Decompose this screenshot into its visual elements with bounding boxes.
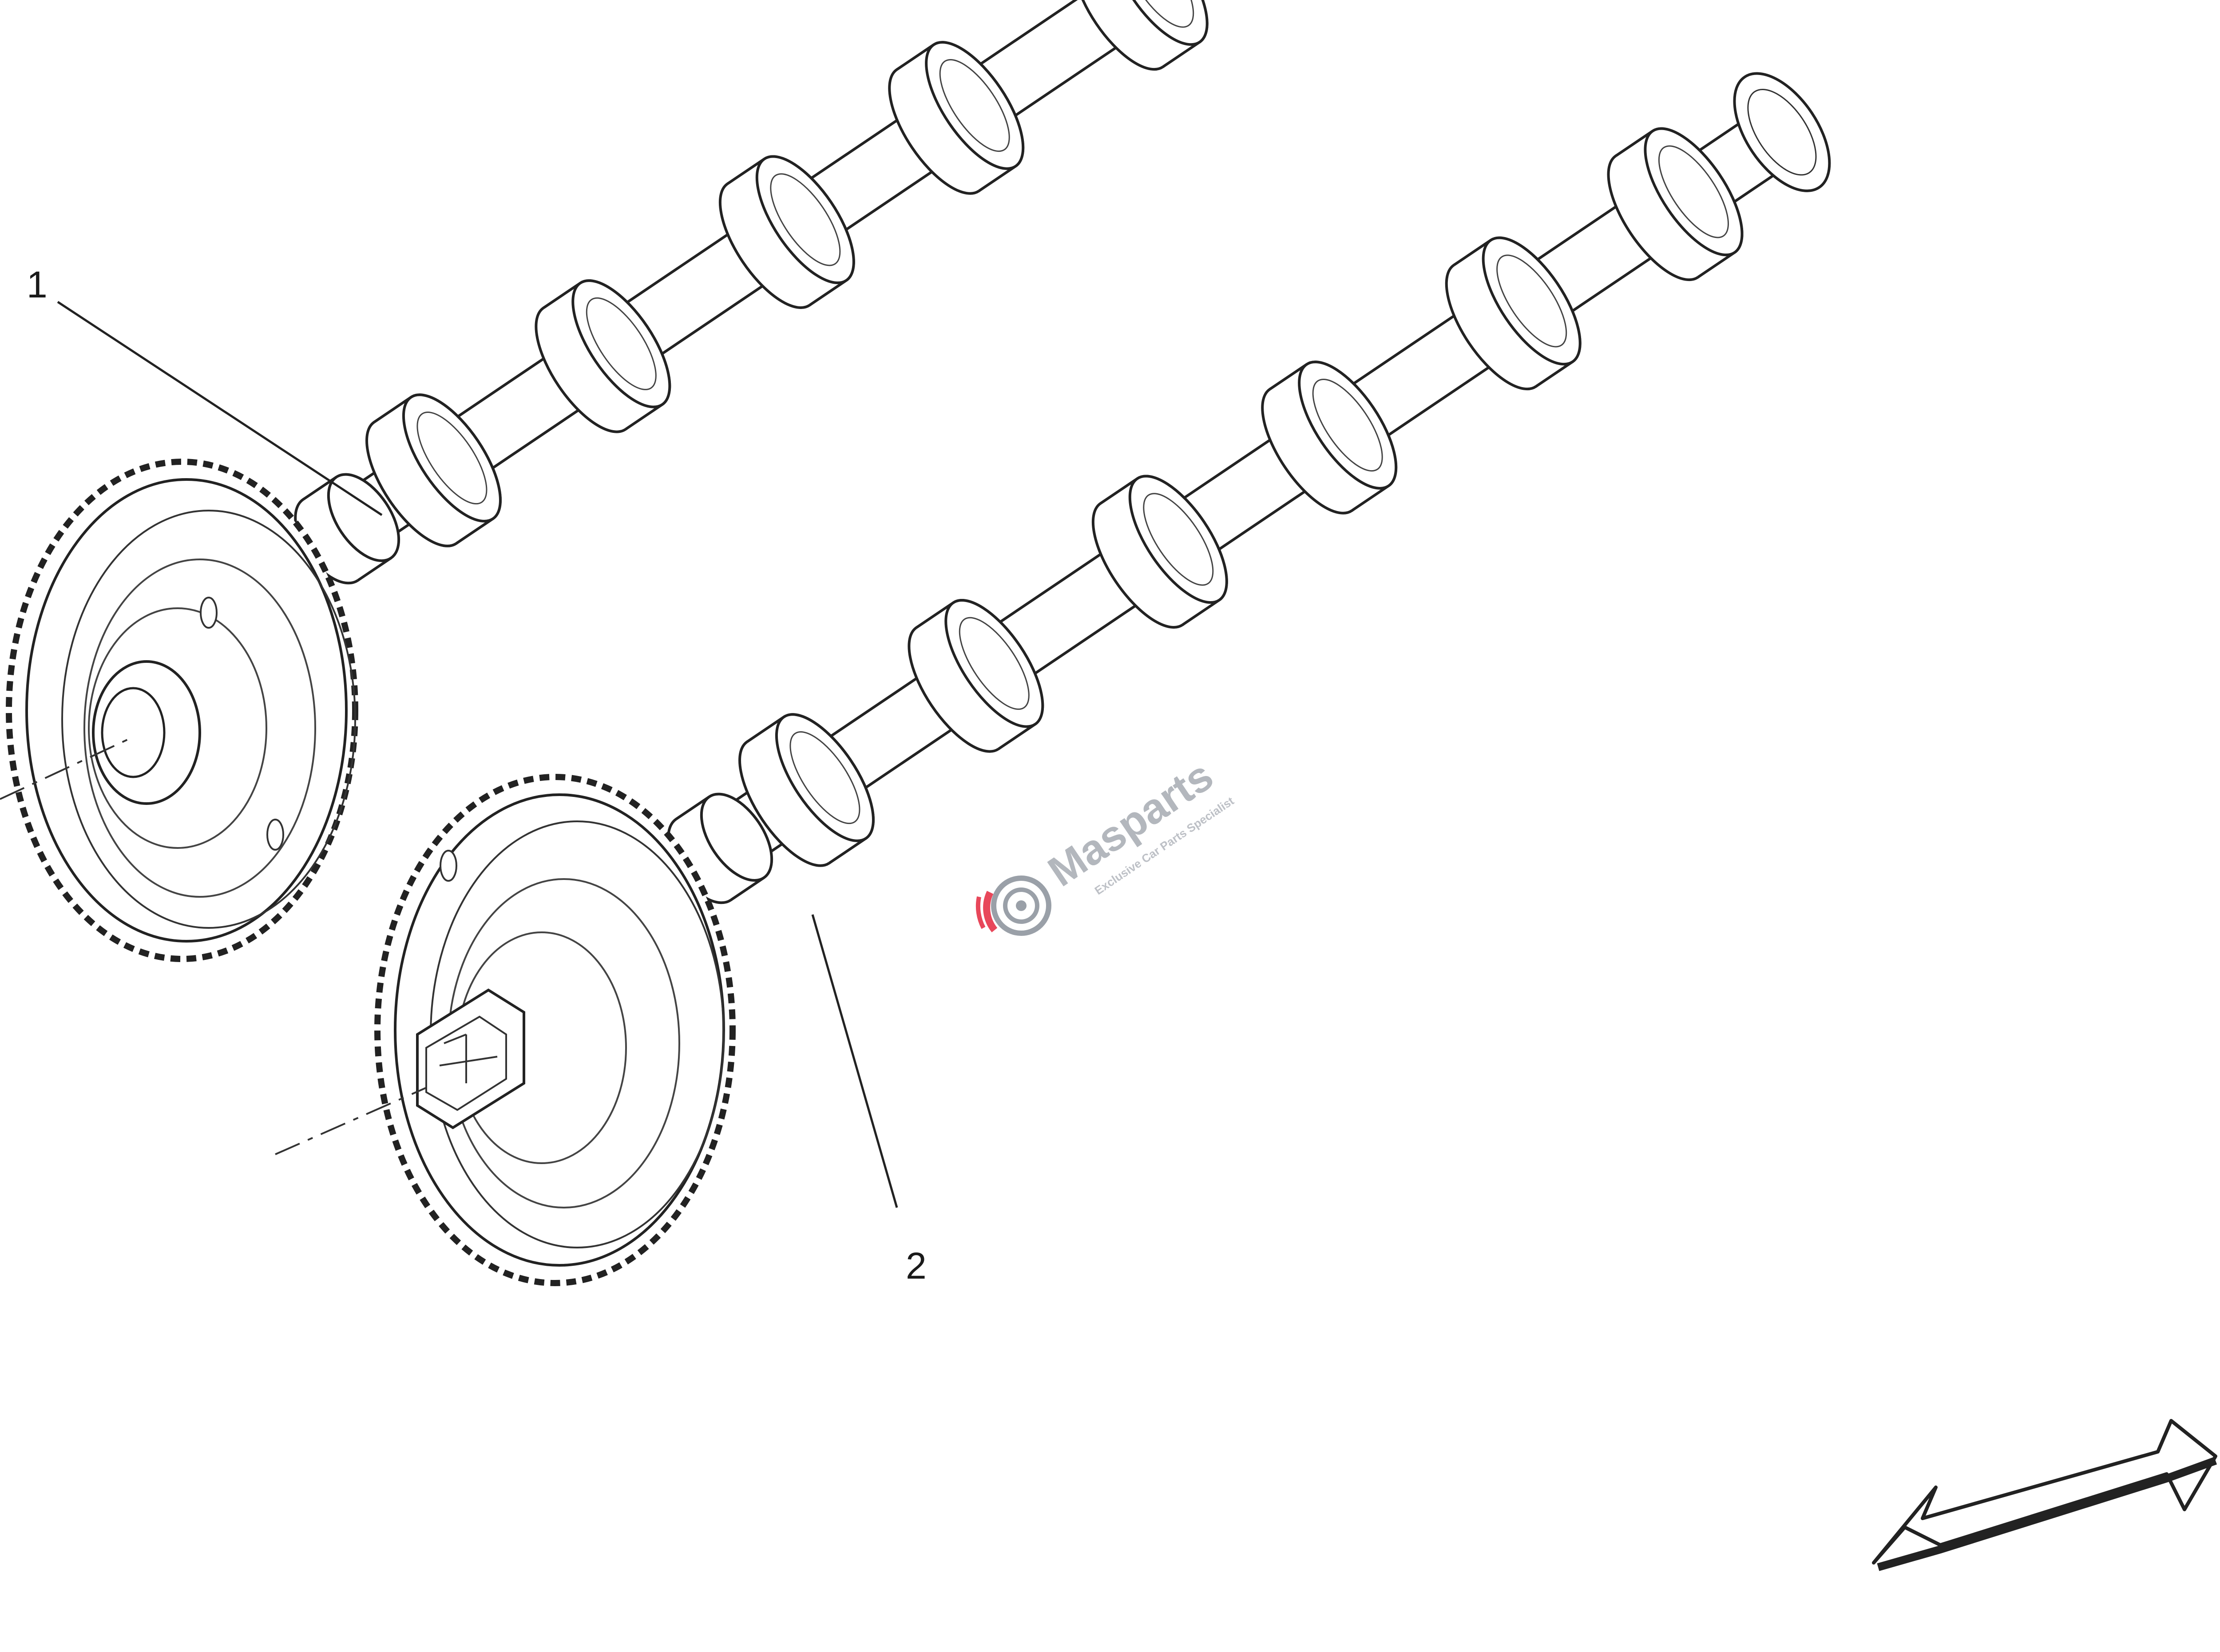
timing-gear-1: [6, 459, 358, 962]
timing-gear-2: [374, 774, 736, 1286]
callout-2-label: 2: [906, 1245, 927, 1287]
camshaft-2: [275, 72, 1831, 1286]
camshaft-1: [0, 0, 1407, 962]
callout-1-label: 1: [27, 264, 48, 305]
direction-arrow-icon: [1872, 1419, 2217, 1571]
callout-2: 2: [811, 914, 927, 1287]
gear-logo-icon: [975, 876, 1051, 936]
watermark: Masparts Exclusive Car Parts Specialist: [975, 752, 1237, 936]
callout-1: 1: [27, 264, 383, 516]
